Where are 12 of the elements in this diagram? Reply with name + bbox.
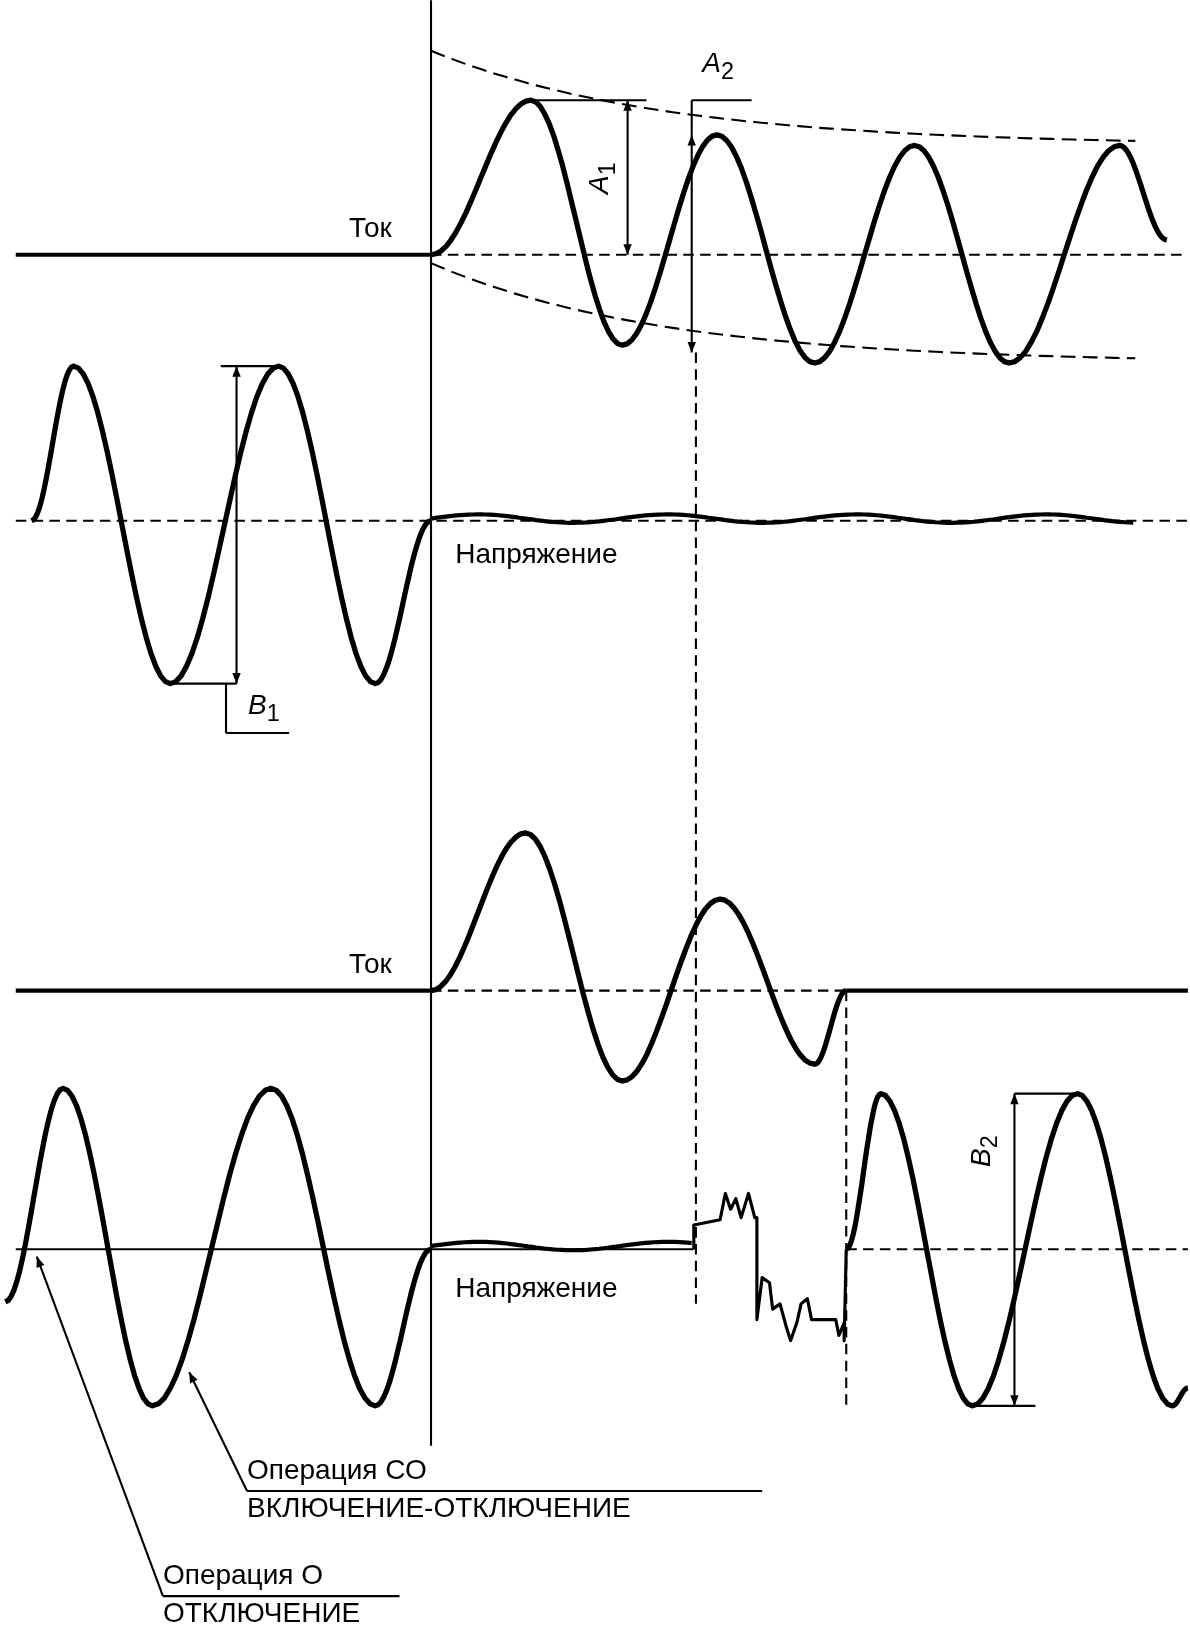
- leader-line: [188, 1371, 248, 1492]
- callout-text: ВКЛЮЧЕНИЕ-ОТКЛЮЧЕНИЕ: [247, 1492, 631, 1525]
- trace-label: Напряжение: [455, 1272, 618, 1304]
- dimension-label: B$_{1}$: [248, 688, 280, 728]
- callout-text: Операция СО: [247, 1453, 428, 1486]
- trace-label: Ток: [349, 212, 392, 245]
- callout-text: ОТКЛЮЧЕНИЕ: [162, 1597, 361, 1630]
- trace-label: Напряжение: [455, 538, 618, 571]
- callout-text: Операция О: [162, 1558, 324, 1591]
- trace-label: Ток: [349, 948, 392, 981]
- leader-line: [35, 1256, 164, 1597]
- dimension-label: A$_{2}$: [702, 47, 734, 86]
